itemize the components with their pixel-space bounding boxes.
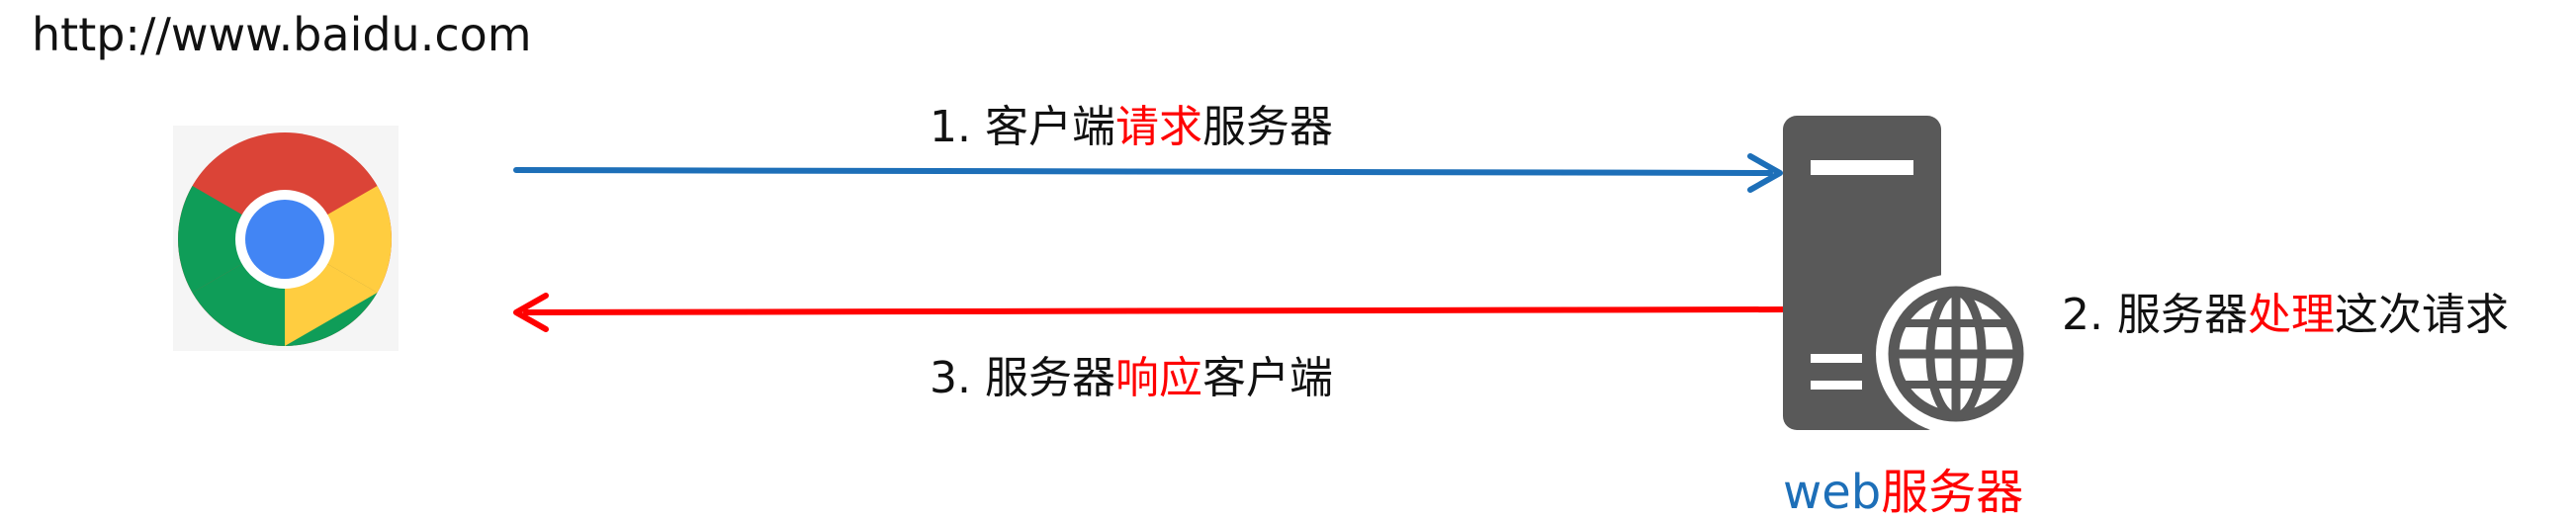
request-label-suffix: 服务器 [1201, 102, 1333, 152]
web-server-label-prefix: web [1783, 465, 1882, 520]
process-label-highlight: 处理 [2247, 290, 2335, 340]
response-arrow [513, 293, 1788, 332]
process-label-prefix: 2. 服务器 [2062, 290, 2248, 340]
response-label-prefix: 3. 服务器 [930, 353, 1115, 403]
response-label: 3. 服务器响应客户端 [930, 342, 1333, 405]
request-label: 1. 客户端请求服务器 [930, 91, 1333, 154]
diagram-canvas [178, 116, 2036, 434]
url-text: http://www.baidu.com [32, 8, 532, 61]
request-label-prefix: 1. 客户端 [930, 102, 1115, 152]
response-label-highlight: 响应 [1114, 353, 1202, 403]
web-server-label-main: 服务器 [1881, 465, 2024, 520]
web-server-label: web服务器 [1783, 453, 2023, 522]
web-server-icon [1783, 116, 2036, 434]
globe-icon [1876, 274, 2036, 434]
request-arrow [513, 153, 1783, 193]
chrome-browser-icon [178, 132, 392, 346]
process-label-suffix: 这次请求 [2334, 290, 2509, 340]
response-label-suffix: 客户端 [1201, 353, 1333, 403]
request-label-highlight: 请求 [1114, 102, 1202, 152]
process-label: 2. 服务器处理这次请求 [2062, 279, 2509, 342]
